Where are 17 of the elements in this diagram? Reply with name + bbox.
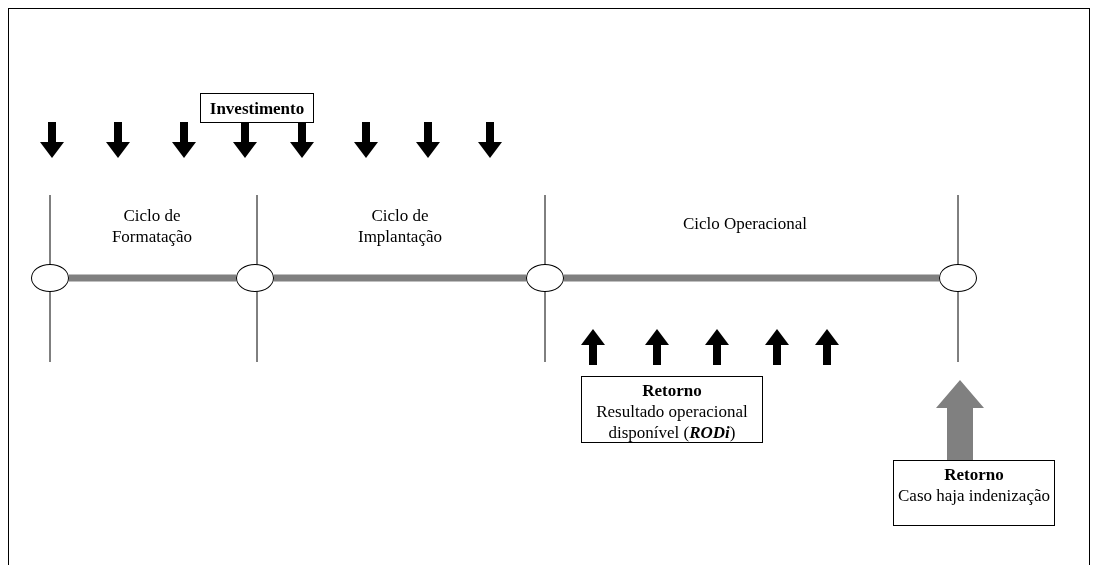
callout-box [893, 460, 1055, 526]
phase-label: Ciclo Operacional [681, 213, 809, 234]
timeline-node [31, 264, 69, 292]
phase-label: Ciclo de Implantação [357, 205, 443, 247]
timeline-bar [274, 274, 526, 282]
callout-text: Resultado operacional disponível (RODi) [595, 401, 749, 443]
timeline-bar [564, 274, 939, 282]
timeline-node [939, 264, 977, 292]
callout-heading: Retorno [943, 464, 1005, 485]
phase-label: Ciclo de Formatação [110, 205, 194, 247]
timeline-node [526, 264, 564, 292]
timeline-bar [69, 274, 236, 282]
callout-text: Caso haja indenização [898, 485, 1050, 506]
timeline-node [236, 264, 274, 292]
label-box: Investimento [200, 93, 314, 123]
callout-heading: Retorno [641, 380, 703, 401]
callout-box [581, 376, 763, 443]
